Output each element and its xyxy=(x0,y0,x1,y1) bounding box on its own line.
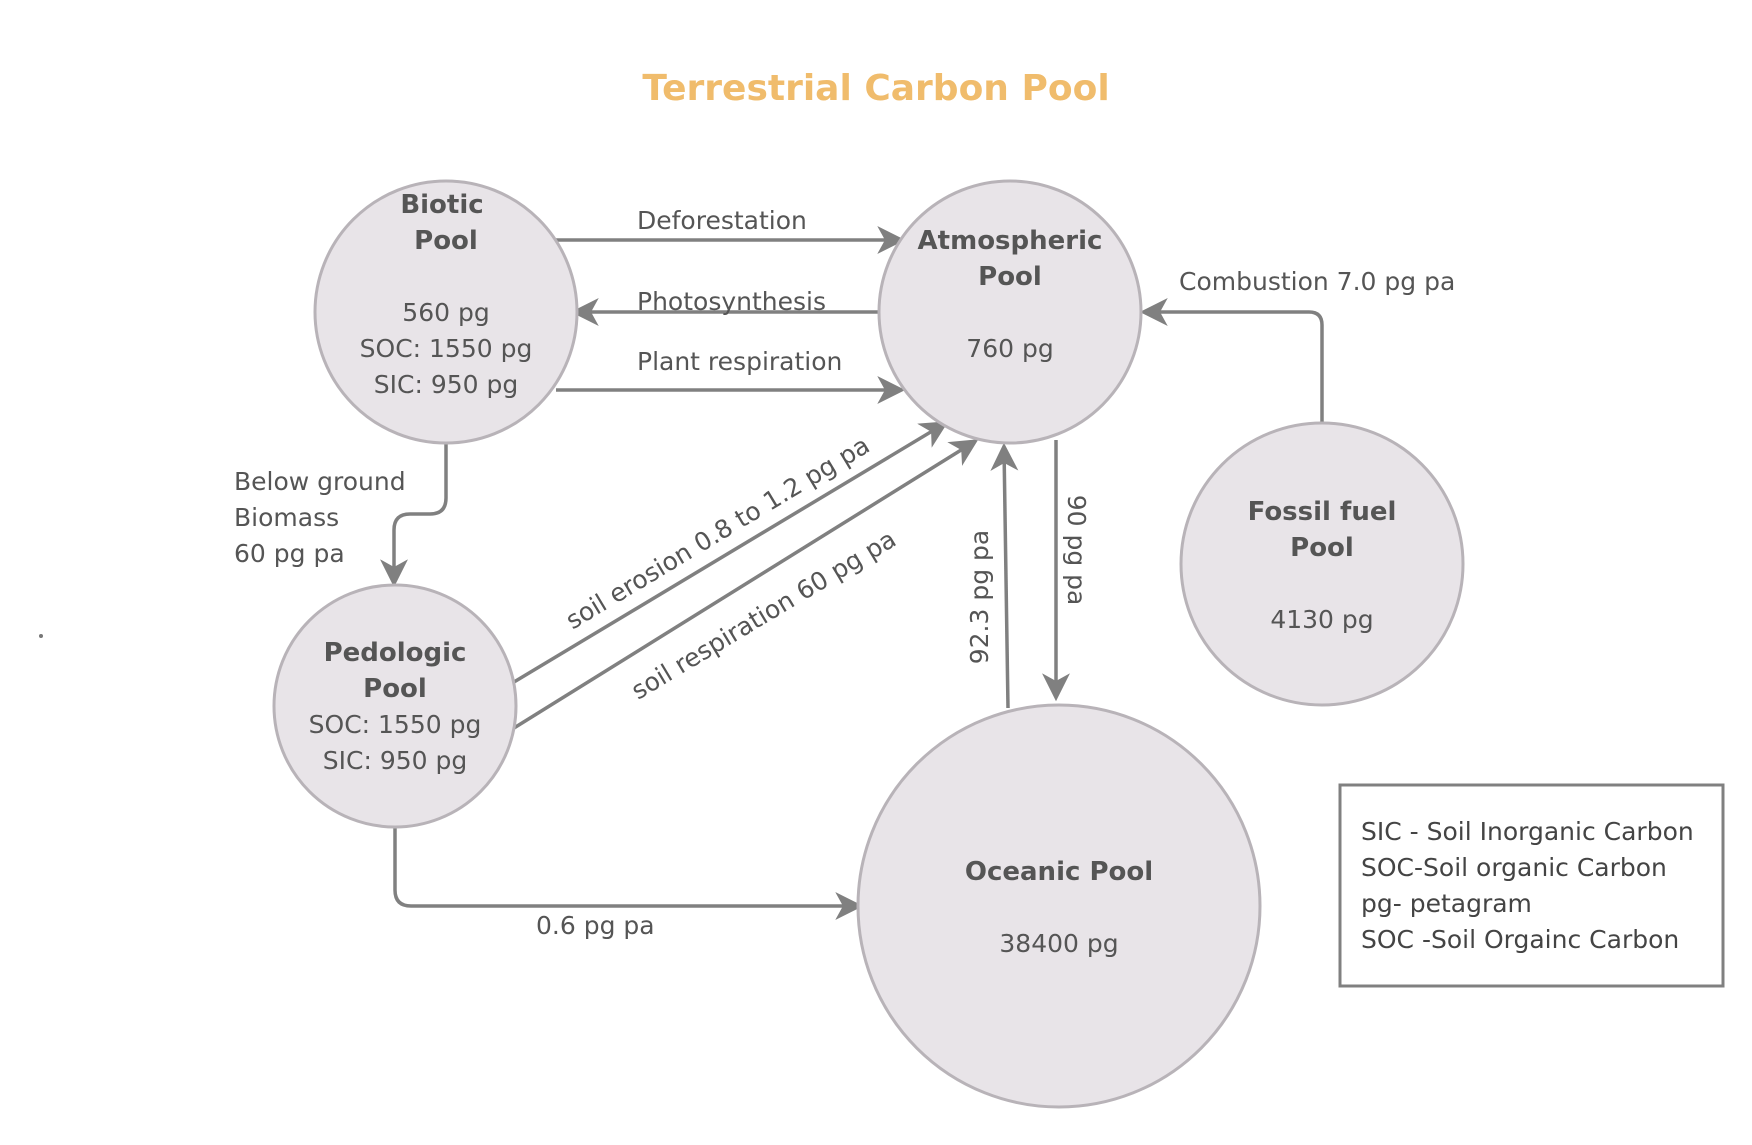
edge-soil-respiration xyxy=(513,439,979,730)
biotic-pool-title-2: Pool xyxy=(414,226,478,256)
fossil-fuel-pool-circle xyxy=(1179,421,1465,707)
node-fossil-fuel-pool: Fossil fuel Pool 4130 pg xyxy=(1179,421,1465,707)
legend: SIC - Soil Inorganic Carbon SOC-Soil org… xyxy=(1338,783,1725,988)
label-plant-respiration: Plant respiration xyxy=(637,347,842,376)
node-oceanic-pool: Oceanic Pool 38400 pg xyxy=(856,703,1262,1109)
edge-below-ground xyxy=(380,444,448,588)
edge-combustion xyxy=(1139,298,1324,425)
pedologic-pool-title-2: Pool xyxy=(363,674,427,704)
edge-pedologic-to-ocean xyxy=(393,826,864,920)
legend-line-3: pg- petagram xyxy=(1361,889,1532,918)
label-deforestation: Deforestation xyxy=(637,206,807,235)
biotic-pool-sic: SIC: 950 pg xyxy=(374,370,518,399)
biotic-pool-circle xyxy=(313,179,579,445)
diagram-title: Terrestrial Carbon Pool xyxy=(642,68,1109,109)
pedologic-pool-sic: SIC: 950 pg xyxy=(323,746,467,775)
label-photosynthesis: Photosynthesis xyxy=(637,287,826,316)
label-ocean-to-atmosphere: 92.3 pg pa xyxy=(965,530,994,665)
fossil-fuel-pool-value: 4130 pg xyxy=(1270,605,1373,634)
label-combustion: Combustion 7.0 pg pa xyxy=(1179,267,1455,296)
fossil-fuel-pool-title-1: Fossil fuel xyxy=(1248,497,1397,527)
pedologic-pool-soc: SOC: 1550 pg xyxy=(309,710,482,739)
legend-line-4: SOC -Soil Orgainc Carbon xyxy=(1361,925,1679,954)
legend-line-2: SOC-Soil organic Carbon xyxy=(1361,853,1667,882)
pedologic-pool-title-1: Pedologic xyxy=(324,638,467,668)
edges xyxy=(380,226,1324,920)
biotic-pool-soc: SOC: 1550 pg xyxy=(360,334,533,363)
label-pedologic-to-ocean: 0.6 pg pa xyxy=(536,911,655,940)
node-atmospheric-pool: Atmospheric Pool 760 pg xyxy=(877,179,1143,445)
pedologic-pool-circle xyxy=(272,583,518,829)
legend-box xyxy=(1338,783,1725,988)
label-below-ground-1: Below ground xyxy=(234,467,406,496)
biotic-pool-title-1: Biotic xyxy=(400,190,483,220)
edge-soil-erosion xyxy=(513,421,949,684)
label-atmosphere-to-ocean: 90 pg pa xyxy=(1062,495,1091,606)
atmospheric-pool-title-2: Pool xyxy=(978,262,1042,292)
node-pedologic-pool: Pedologic Pool SOC: 1550 pg SIC: 950 pg xyxy=(272,583,518,829)
stray-dot xyxy=(39,634,43,638)
oceanic-pool-title: Oceanic Pool xyxy=(965,857,1153,887)
atmospheric-pool-title-1: Atmospheric xyxy=(918,226,1103,256)
edge-ocean-to-atmosphere xyxy=(990,442,1019,709)
label-below-ground-2: Biomass xyxy=(234,503,339,532)
atmospheric-pool-value: 760 pg xyxy=(966,334,1053,363)
node-biotic-pool: Biotic Pool 560 pg SOC: 1550 pg SIC: 950… xyxy=(313,179,579,445)
biotic-pool-value: 560 pg xyxy=(402,298,489,327)
atmospheric-pool-circle xyxy=(877,179,1143,445)
oceanic-pool-value: 38400 pg xyxy=(999,929,1118,958)
oceanic-pool-circle xyxy=(856,703,1262,1109)
label-below-ground-3: 60 pg pa xyxy=(234,539,345,568)
fossil-fuel-pool-title-2: Pool xyxy=(1290,533,1354,563)
legend-line-1: SIC - Soil Inorganic Carbon xyxy=(1361,817,1694,846)
